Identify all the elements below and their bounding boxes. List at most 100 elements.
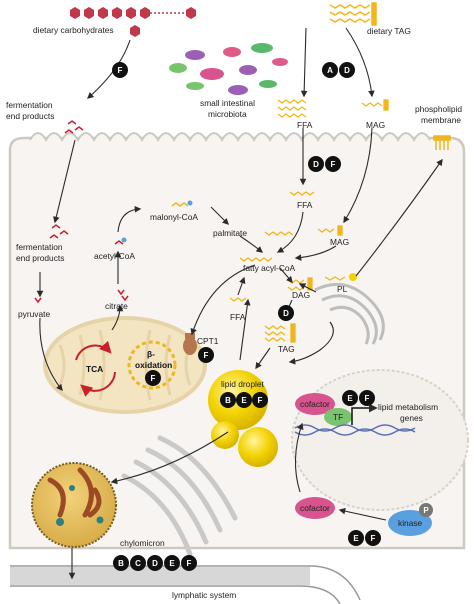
mitochondrion: [43, 316, 207, 414]
label-cofactor-top: cofactor: [300, 399, 330, 409]
svg-text:C: C: [135, 559, 141, 568]
svg-text:E: E: [353, 534, 359, 543]
labels: dietary carbohydrates dietary TAG fermen…: [6, 25, 462, 600]
label-lipid-droplet: lipid droplet: [221, 379, 265, 389]
endoplasmic-reticulum: [314, 282, 385, 345]
svg-text:B: B: [118, 559, 124, 568]
label-fatty-acyl-coa: fatty acyl-CoA: [243, 263, 296, 273]
kinase-shape: [388, 510, 432, 536]
badge-ld-f: F: [252, 392, 268, 408]
svg-text:E: E: [169, 559, 175, 568]
badge-group: F A D D F D F F B E F E F E F B C D E F: [112, 62, 381, 571]
malonyl-coa-icon: [171, 200, 193, 207]
badge-chylo-c: C: [130, 555, 146, 571]
badge-carb-f: F: [112, 62, 128, 78]
label-lymphatic-system: lymphatic system: [172, 590, 236, 600]
label-dietary-tag: dietary TAG: [367, 26, 411, 36]
label-fermentation-inner: fermentation: [16, 242, 63, 252]
badge-tf-e: E: [342, 390, 358, 406]
label-beta: β-: [147, 349, 155, 359]
label-tag: TAG: [278, 344, 295, 354]
label-fermentation: fermentation: [6, 100, 53, 110]
badge-kin-f: F: [365, 530, 381, 546]
ffa-icon: [277, 99, 307, 118]
label-oxidation: oxidation: [135, 360, 172, 370]
cofactor-top-shape: [295, 393, 335, 415]
label-dietary-carbohydrates: dietary carbohydrates: [33, 25, 114, 35]
label-malonyl-coa: malonyl-CoA: [150, 212, 198, 222]
carbohydrate-chain-icon: [70, 7, 196, 19]
dietary-tag-icon: [329, 2, 377, 26]
label-p: P: [423, 506, 429, 515]
badge-beta-f: F: [145, 370, 161, 386]
svg-text:F: F: [118, 66, 123, 75]
label-dag: DAG: [292, 290, 310, 300]
label-pl: PL: [337, 284, 348, 294]
nucleus: [291, 369, 469, 511]
golgi-apparatus: [121, 435, 238, 557]
badge-dag-d: D: [278, 305, 294, 321]
phospholipid-membrane-icon: [433, 135, 451, 150]
label-tf: TF: [333, 412, 343, 422]
label-mag-top: MAG: [366, 120, 385, 130]
svg-text:D: D: [283, 309, 289, 318]
label-ffa-inner: FFA: [297, 200, 313, 210]
cpt1-transporter: [183, 333, 197, 355]
label-membrane: membrane: [421, 115, 461, 125]
microbiota-icon: [169, 43, 288, 95]
label-end-products: end products: [6, 111, 54, 121]
badge-tag-d: D: [339, 62, 355, 78]
svg-text:F: F: [331, 160, 336, 169]
label-cofactor-bottom: cofactor: [300, 503, 330, 513]
badge-ffa-d: D: [308, 156, 324, 172]
label-pyruvate: pyruvate: [18, 309, 50, 319]
cofactor-bottom-shape: [295, 497, 335, 519]
svg-text:F: F: [187, 559, 192, 568]
badge-ffa-f: F: [325, 156, 341, 172]
chylomicron-particle: [31, 462, 117, 548]
svg-text:A: A: [327, 66, 333, 75]
beta-oxidation-cycle: [127, 340, 177, 390]
badge-chylo-e: E: [164, 555, 180, 571]
label-mag-inner: MAG: [330, 237, 349, 247]
label-tca: TCA: [86, 364, 103, 374]
label-end-products-inner: end products: [16, 253, 64, 263]
svg-text:F: F: [365, 394, 370, 403]
label-phospholipid: phospholipid: [415, 104, 462, 114]
lipid-droplet-small-1: [211, 421, 239, 449]
svg-text:B: B: [225, 396, 231, 405]
label-cpt1: CPT1: [197, 336, 219, 346]
mag-icon: [361, 99, 389, 111]
badge-tf-f: F: [359, 390, 375, 406]
carbohydrate-monomer-icon: [130, 25, 140, 37]
badge-chylo-d: D: [147, 555, 163, 571]
badge-chylo-b: B: [113, 555, 129, 571]
svg-text:E: E: [241, 396, 247, 405]
lipid-droplet-small-2: [238, 427, 278, 467]
svg-text:D: D: [344, 66, 350, 75]
label-ffa-mid: FFA: [230, 312, 246, 322]
phosphate-badge: [419, 503, 433, 517]
fermentation-products-icon: [34, 120, 129, 304]
lymphatic-vessel: [10, 565, 361, 604]
label-small-intestinal: small intestinal: [200, 98, 255, 108]
badge-tag-a: A: [322, 62, 338, 78]
badge-chylo-f: F: [181, 555, 197, 571]
label-microbiota: microbiota: [208, 109, 247, 119]
svg-text:D: D: [152, 559, 158, 568]
acetyl-coa-icon: [114, 237, 127, 245]
label-ffa-top: FFA: [297, 120, 313, 130]
svg-text:F: F: [371, 534, 376, 543]
badge-ld-e: E: [236, 392, 252, 408]
label-kinase: kinase: [398, 518, 423, 528]
label-chylomicron: chylomicron: [120, 538, 165, 548]
microvilli: [29, 132, 431, 143]
tca-cycle: [75, 340, 116, 397]
label-palmitate: palmitate: [213, 228, 247, 238]
svg-text:F: F: [258, 396, 263, 405]
svg-text:F: F: [204, 351, 209, 360]
label-genes: genes: [400, 413, 423, 423]
svg-text:D: D: [313, 160, 319, 169]
fatty-acid-inner-icon: [229, 191, 357, 343]
